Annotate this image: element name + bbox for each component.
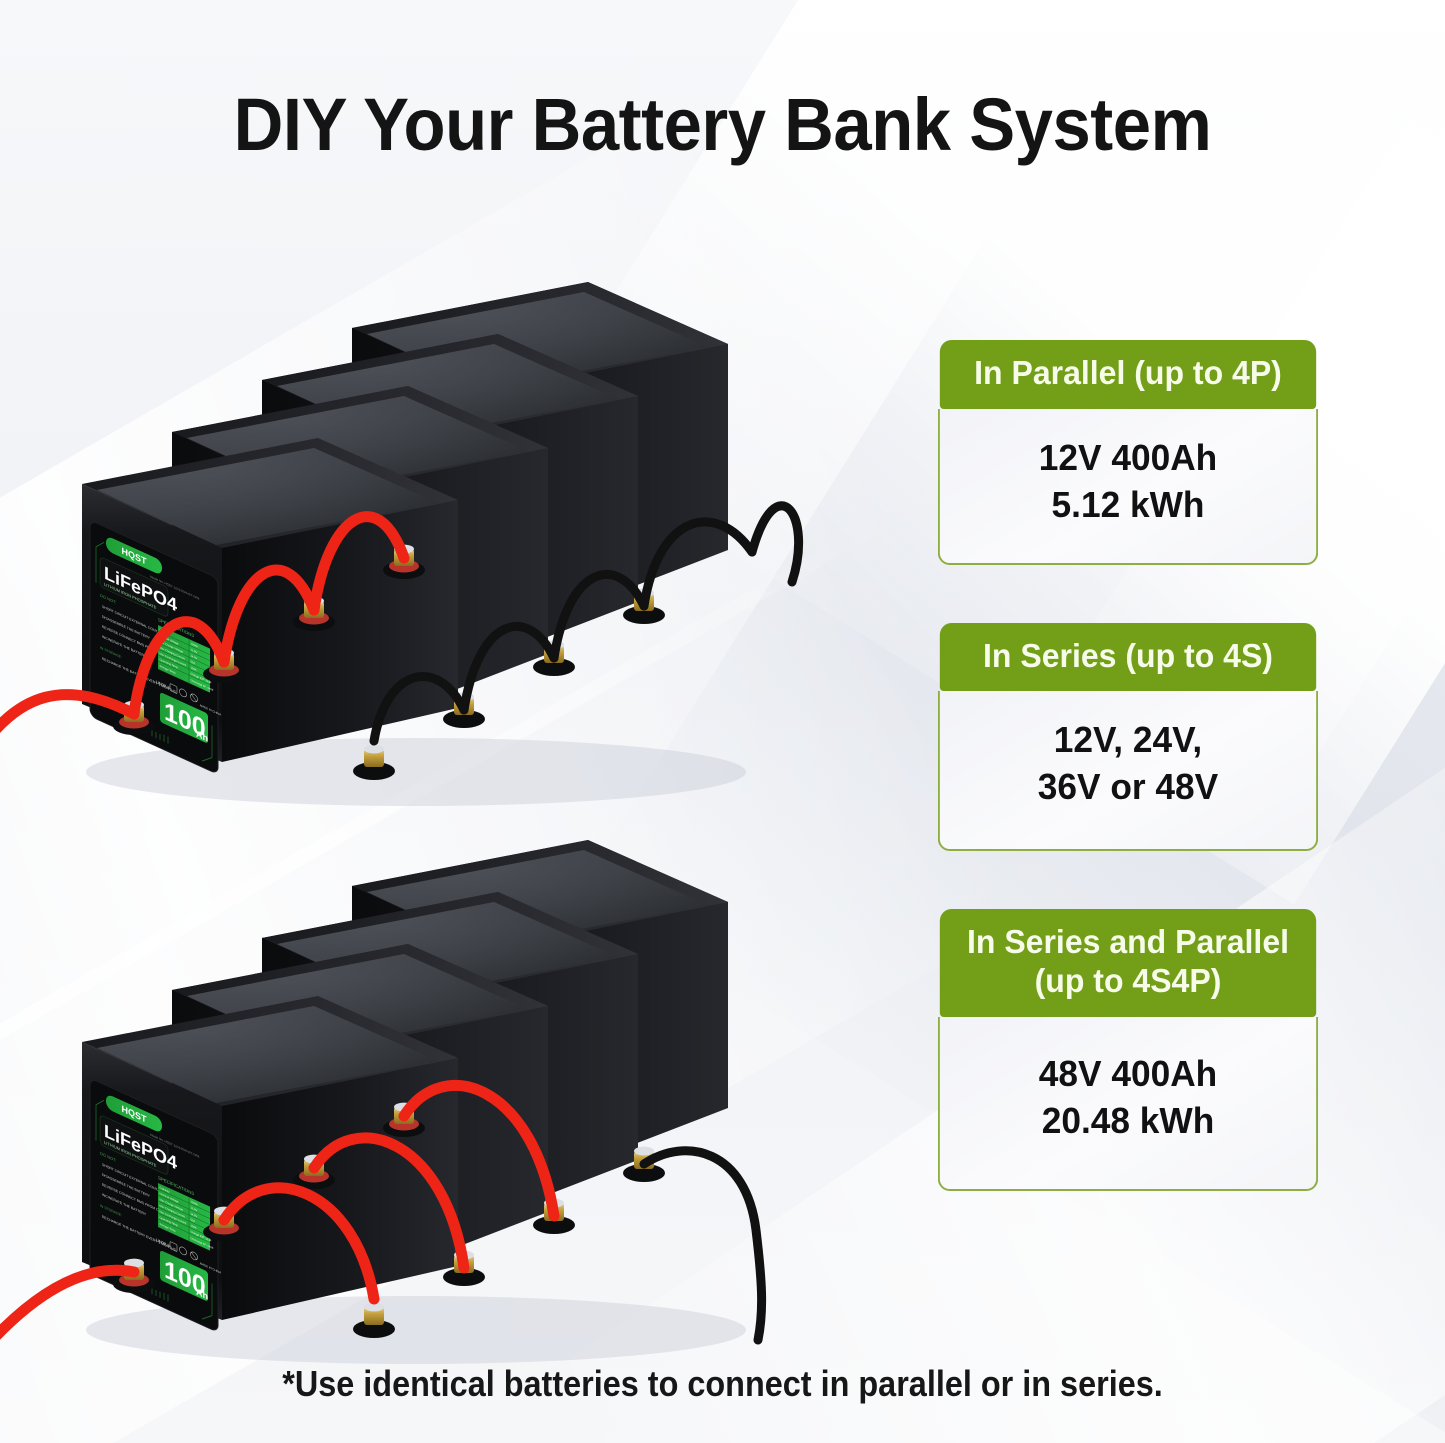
no-dispose-icon	[190, 693, 198, 703]
terminal-negative	[353, 1302, 395, 1338]
card-series-line-2: 36V or 48V	[1037, 766, 1219, 808]
spec-value: 100Ah	[191, 1199, 199, 1206]
card-series-parallel-body: 48V 400Ah 20.48 kWh	[937, 1016, 1319, 1191]
card-series-parallel-heading-line-1: In Series and Parallel	[966, 923, 1290, 961]
card-parallel: In Parallel (up to 4P) 12V 400Ah 5.12 kW…	[934, 340, 1322, 565]
card-parallel-line-1: 12V 400Ah	[1038, 436, 1218, 478]
spec-value: 100A	[191, 665, 197, 672]
card-parallel-body: 12V 400Ah 5.12 kWh	[937, 408, 1319, 565]
recycle-icon	[179, 1246, 187, 1256]
spec-value: 100A	[191, 1223, 197, 1230]
info-cards: In Parallel (up to 4P) 12V 400Ah 5.12 kW…	[934, 340, 1322, 1191]
no-dispose-icon	[190, 1251, 198, 1261]
spec-name: Capacity	[160, 1185, 171, 1194]
spec-name: Storage Temp	[160, 664, 177, 675]
spec-value: 100Ah	[191, 641, 199, 648]
card-parallel-heading: In Parallel (up to 4P)	[939, 340, 1317, 409]
card-series-line-1: 12V, 24V,	[1053, 719, 1203, 761]
card-series-parallel-heading: In Series and Parallel (up to 4S4P)	[939, 909, 1317, 1017]
page-title: DIY Your Battery Bank System	[233, 83, 1212, 166]
certification-code: UN38.3	[156, 1237, 170, 1248]
card-series: In Series (up to 4S) 12V, 24V, 36V or 48…	[934, 622, 1322, 852]
spec-value: 50A	[191, 659, 196, 665]
spec-value: 12.8V	[191, 1205, 198, 1212]
footnote-text: *Use identical batteries to connect in p…	[282, 1363, 1163, 1404]
card-series-parallel-heading-line-2: (up to 4S4P)	[1034, 962, 1222, 999]
label-tick-marks	[151, 730, 169, 744]
spec-value: 14.6V	[191, 1211, 198, 1218]
label-accent-lines	[95, 1099, 213, 1320]
label-accent-lines	[95, 541, 213, 762]
positive-wire-group	[0, 511, 410, 734]
spec-name: Storage Temp	[160, 1222, 177, 1233]
negative-wire-group	[369, 501, 804, 746]
card-series-parallel-line-2: 20.48 kWh	[1041, 1099, 1215, 1141]
spec-value: 12.8V	[191, 647, 198, 654]
battery-bank-series: HQST LiFePO4 LITHIUM IRON PHOSPHATE Mode…	[0, 810, 886, 1380]
spec-value: 14.6V	[191, 653, 198, 660]
label-tick-marks	[151, 1288, 169, 1302]
card-series-parallel: In Series and Parallel (up to 4S4P) 48V …	[934, 909, 1322, 1191]
battery-bank-parallel: HQST LiFePO4 LITHIUM IRON PHOSPHATE Mode…	[0, 252, 886, 822]
cert-icon-1	[169, 1241, 178, 1252]
certification-code: UN38.3	[156, 679, 170, 690]
terminal-negative	[353, 744, 395, 780]
cert-icon-1	[169, 683, 178, 694]
spec-value: 50A	[191, 1217, 196, 1223]
card-series-body: 12V, 24V, 36V or 48V	[937, 691, 1319, 852]
card-parallel-line-2: 5.12 kWh	[1051, 483, 1205, 525]
recycle-icon	[179, 688, 187, 698]
series-wire-group	[0, 1079, 560, 1340]
card-series-parallel-line-1: 48V 400Ah	[1038, 1052, 1218, 1094]
spec-table: Capacity 100Ah Nominal Voltage 12.8V Max…	[158, 1182, 214, 1251]
negative-output-wire	[639, 1146, 767, 1345]
card-series-heading: In Series (up to 4S)	[939, 622, 1317, 692]
